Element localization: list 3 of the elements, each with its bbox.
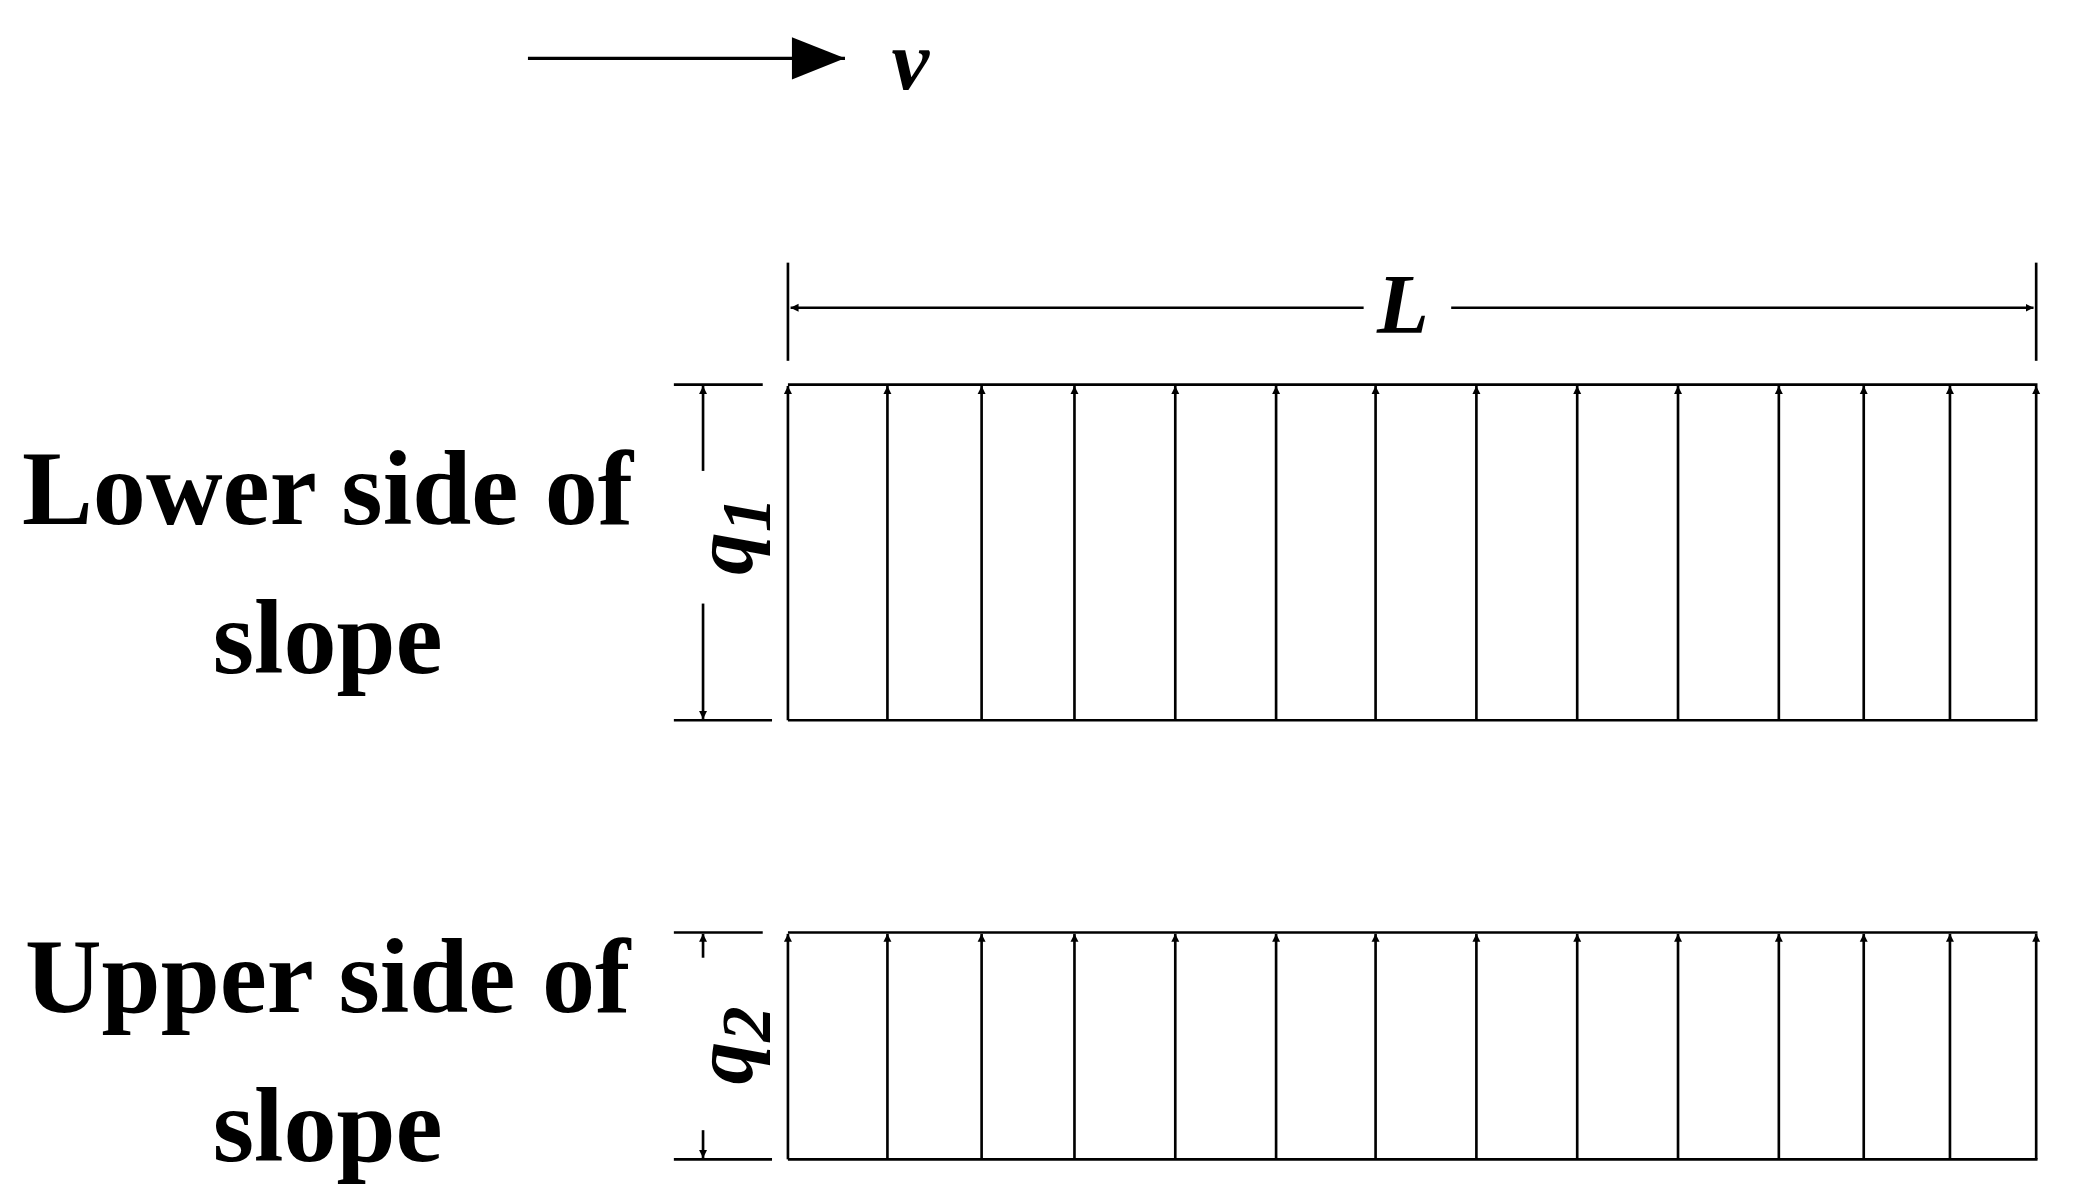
side-label: Upper side of slope (24, 916, 633, 1186)
side-label: Lower side of slope (21, 428, 635, 698)
velocity-symbol: v (891, 18, 930, 104)
